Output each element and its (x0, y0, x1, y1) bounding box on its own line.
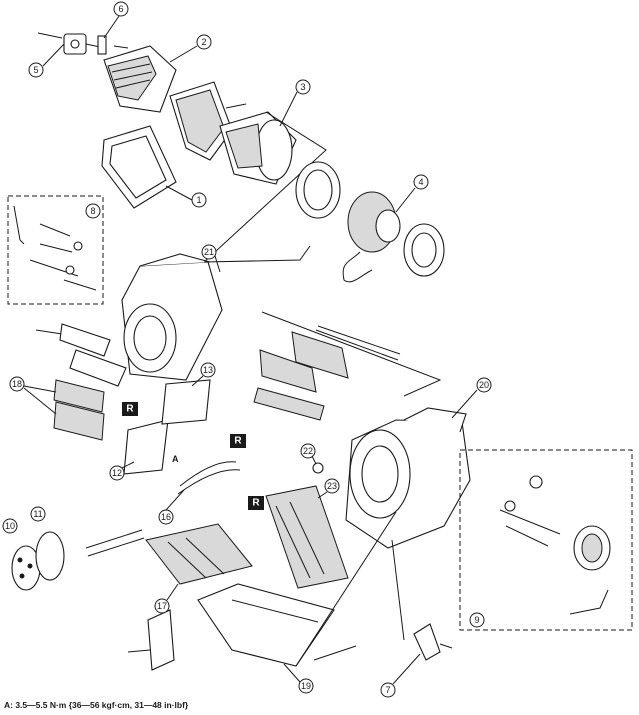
callout-20: 20 (476, 377, 492, 393)
svg-text:7: 7 (385, 685, 390, 695)
svg-text:16: 16 (161, 512, 171, 522)
filter-cover (169, 81, 247, 161)
svg-text:12: 12 (112, 468, 122, 478)
svg-text:1: 1 (196, 195, 201, 205)
svg-text:4: 4 (418, 177, 423, 187)
callout-1: 1 (191, 192, 207, 208)
intake-housing (103, 45, 177, 113)
svg-text:23: 23 (327, 481, 337, 491)
svg-text:13: 13 (203, 365, 213, 375)
air-filters (53, 379, 105, 441)
clip (312, 462, 324, 474)
svg-text:19: 19 (301, 681, 311, 691)
callout-16: 16 (158, 509, 174, 525)
evaporator-core (265, 485, 349, 589)
svg-text:R: R (234, 436, 242, 447)
svg-text:21: 21 (204, 247, 214, 257)
blower-motor-assembly (295, 161, 445, 283)
callout-7: 7 (380, 682, 396, 698)
callout-9: 9 (469, 612, 485, 628)
svg-text:9: 9 (474, 615, 479, 625)
svg-text:20: 20 (479, 380, 489, 390)
callout-5: 5 (28, 62, 44, 78)
svg-text:8: 8 (90, 206, 95, 216)
svg-text:R: R (126, 404, 134, 415)
callout-19: 19 (298, 678, 314, 694)
callout-2: 2 (196, 34, 212, 50)
callout-22: 22 (300, 443, 316, 459)
svg-text:17: 17 (157, 601, 167, 611)
callout-10: 10 (2, 518, 18, 534)
seals (123, 379, 211, 475)
leader-line (203, 111, 327, 263)
svg-text:10: 10 (5, 521, 15, 531)
lower-case (127, 583, 335, 671)
grommets (11, 531, 65, 591)
callout-17: 17 (154, 598, 170, 614)
callout-11: 11 (30, 506, 46, 522)
callout-4: 4 (413, 174, 429, 190)
callout-6: 6 (113, 1, 129, 17)
callout-8: 8 (85, 203, 101, 219)
heater-core (145, 523, 253, 585)
replace-badge: R (230, 434, 246, 448)
blower-case (219, 111, 297, 185)
torque-specification-note: A: 3.5—5.5 N·m {36—56 kgf·cm, 31—48 in·l… (4, 700, 189, 710)
evaporator-plates (253, 325, 401, 421)
air-filter-frame (101, 125, 177, 209)
callout-3: 3 (295, 79, 311, 95)
svg-text:5: 5 (33, 65, 38, 75)
svg-text:18: 18 (12, 379, 22, 389)
svg-text:R: R (252, 498, 260, 509)
svg-text:22: 22 (303, 446, 313, 456)
mode-actuator-linkage (499, 475, 611, 615)
door-linkage (13, 205, 97, 291)
torque-marker: A (172, 454, 179, 464)
refrigerant-pipes (85, 461, 241, 557)
callout-23: 23 (324, 478, 340, 494)
leader-lines (203, 245, 442, 667)
drain-hose (413, 623, 453, 661)
svg-text:2: 2 (201, 37, 206, 47)
callout-18: 18 (9, 376, 25, 392)
blend-door-actuator (37, 32, 107, 55)
callout-12: 12 (109, 465, 125, 481)
main-unit-case (345, 407, 471, 549)
svg-text:11: 11 (33, 509, 42, 519)
case-gaskets (35, 323, 127, 387)
callout-leaders (23, 15, 478, 685)
svg-text:3: 3 (300, 82, 305, 92)
heater-case-left (121, 253, 223, 381)
callout-21: 21 (201, 244, 217, 260)
callout-13: 13 (200, 362, 216, 378)
replace-badge: R (248, 496, 264, 510)
detail-box-8 (7, 195, 104, 305)
replace-badge: R (122, 402, 138, 416)
svg-text:6: 6 (118, 4, 123, 14)
